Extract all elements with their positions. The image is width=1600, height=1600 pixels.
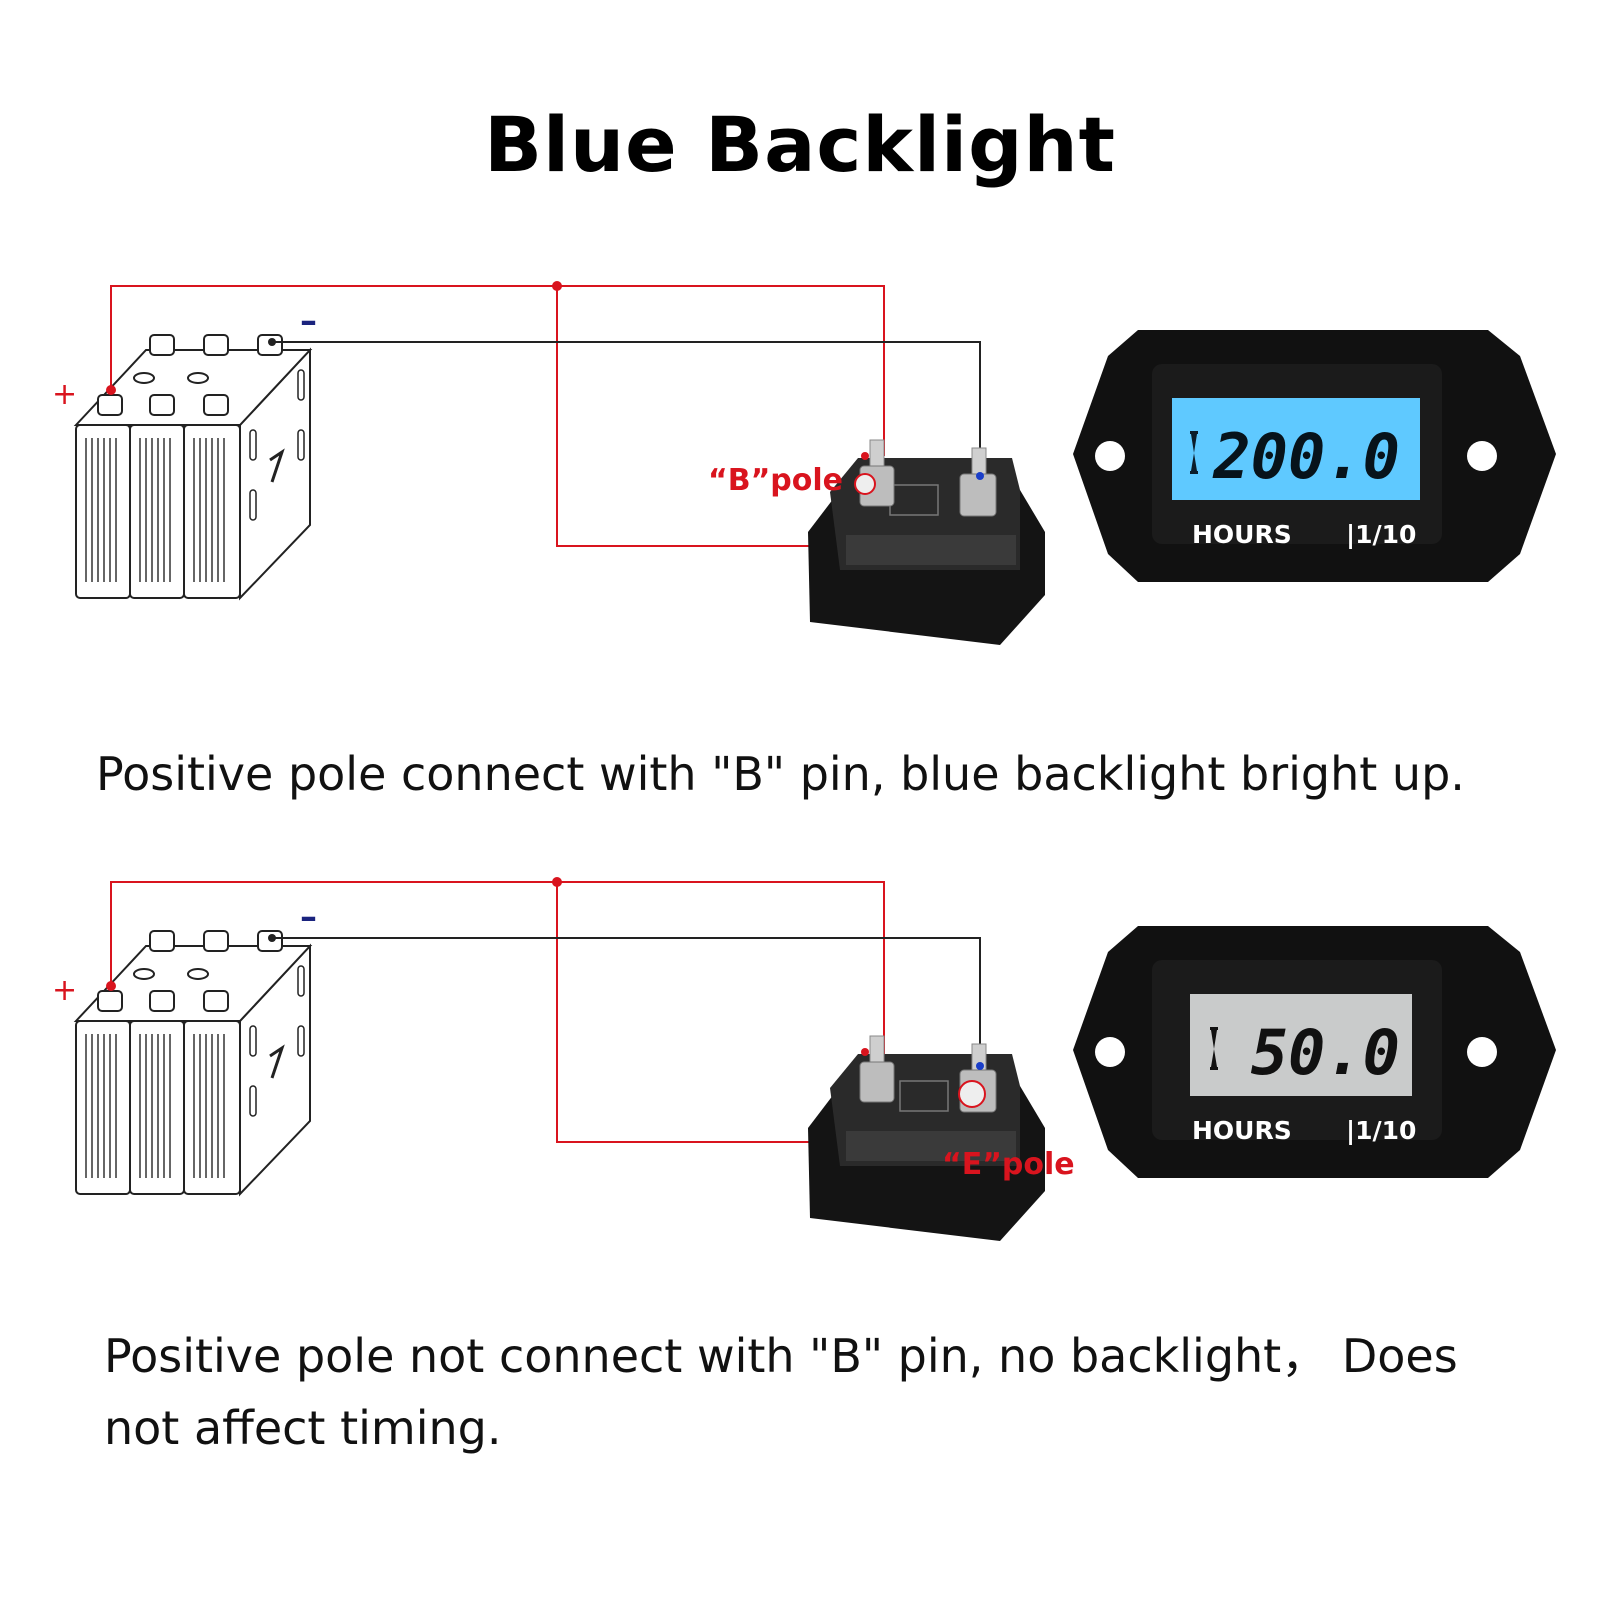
junction-dot [552, 281, 562, 291]
plus-sign: + [52, 377, 77, 412]
hour-meter-front: 200.0 HOURS |1/10 [1073, 330, 1556, 582]
mounting-hole-right [1467, 441, 1497, 471]
plus-sign: + [52, 973, 77, 1008]
pole-label: “E”pole [942, 1147, 1075, 1182]
meter-back-connector-icon [808, 439, 1045, 645]
negative-terminal-dot [268, 934, 276, 942]
page-title: Blue Backlight [484, 100, 1116, 189]
positive-terminal-dot [106, 981, 116, 991]
minus-sign: – [300, 897, 317, 937]
meter-back-connector-icon [808, 1035, 1045, 1241]
negative-wire [272, 341, 981, 478]
mounting-hole-left [1095, 441, 1125, 471]
lcd-screen [1172, 398, 1420, 500]
wiring-diagram-backlight-on: + – “B”pole [52, 281, 1556, 645]
negative-terminal-dot [268, 338, 276, 346]
caption-backlight-off: Positive pole not connect with "B" pin, … [104, 1329, 1458, 1455]
mounting-hole-right [1467, 1037, 1497, 1067]
meter-unit-label: HOURS [1192, 520, 1292, 549]
caption-backlight-on: Positive pole connect with "B" pin, blue… [96, 747, 1465, 801]
hour-meter-front: 50.0 HOURS |1/10 [1073, 926, 1556, 1178]
lcd-reading: 50.0 [1251, 1016, 1400, 1089]
hourglass-icon [1190, 431, 1198, 474]
meter-scale-label: |1/10 [1346, 1116, 1416, 1145]
wiring-diagram-backlight-off: + – “E”pole [52, 877, 1556, 1241]
battery-pack-icon [73, 930, 313, 1197]
negative-wire [272, 937, 981, 1062]
battery-pack-icon [73, 334, 313, 601]
meter-unit-label: HOURS [1192, 1116, 1292, 1145]
junction-dot [552, 877, 562, 887]
minus-sign: – [300, 301, 317, 341]
positive-terminal-dot [106, 385, 116, 395]
lcd-screen [1190, 994, 1412, 1096]
pole-label: “B”pole [708, 463, 843, 498]
hourglass-icon [1210, 1027, 1218, 1070]
meter-scale-label: |1/10 [1346, 520, 1416, 549]
lcd-reading: 200.0 [1212, 420, 1400, 493]
mounting-hole-left [1095, 1037, 1125, 1067]
